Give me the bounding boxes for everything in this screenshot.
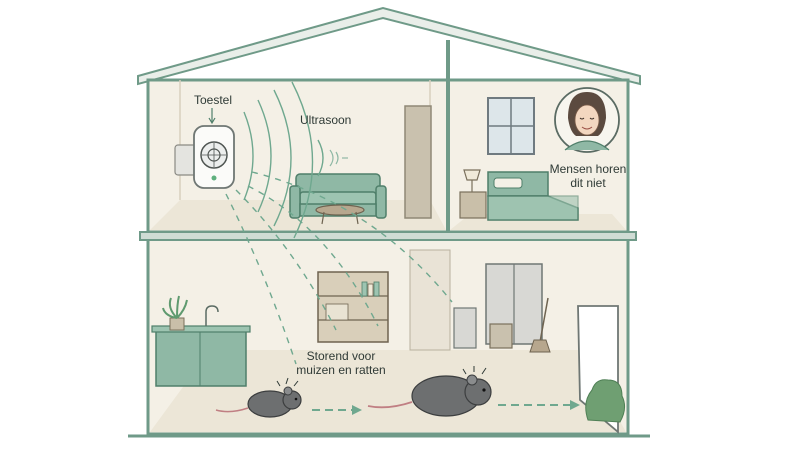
lamp (463, 169, 481, 181)
rat-icon (367, 366, 492, 417)
label-rodents-line-2: muizen en ratten (296, 363, 386, 377)
label-people-line-2: dit niet (570, 176, 606, 190)
roof (137, 6, 641, 86)
bed (487, 171, 579, 221)
label-people-line-1: Mensen horen (549, 162, 627, 176)
side-door (577, 305, 626, 434)
door (404, 105, 432, 219)
living-room (174, 80, 432, 225)
label-ultrasound: Ultrasoon (300, 113, 352, 127)
ultrasonic-repeller-icon (193, 125, 235, 189)
label-rodents-line-1: Storend voor (306, 349, 376, 363)
bush-icon (585, 379, 626, 423)
person-icon (554, 87, 620, 153)
brick-column (409, 249, 451, 351)
faucet (205, 305, 219, 326)
label-disturbing-for-rodents: Storend voor muizen en ratten (296, 349, 386, 377)
label-people-cannot-hear: Mensen horen dit niet (548, 162, 628, 190)
sound-wave-icon (329, 149, 348, 167)
bookshelf (317, 271, 389, 343)
ground-floor (151, 249, 626, 434)
label-device: Toestel (194, 93, 233, 107)
wardrobe (453, 263, 551, 353)
house-walls (128, 40, 650, 438)
plant-icon (162, 295, 188, 319)
mouse-icon (215, 377, 302, 418)
bedroom (459, 87, 620, 221)
nightstand (459, 191, 487, 219)
broom (539, 297, 549, 343)
kitchen (151, 295, 251, 387)
ultrasound-waves (225, 81, 453, 365)
arrow-right-icon (312, 400, 580, 415)
